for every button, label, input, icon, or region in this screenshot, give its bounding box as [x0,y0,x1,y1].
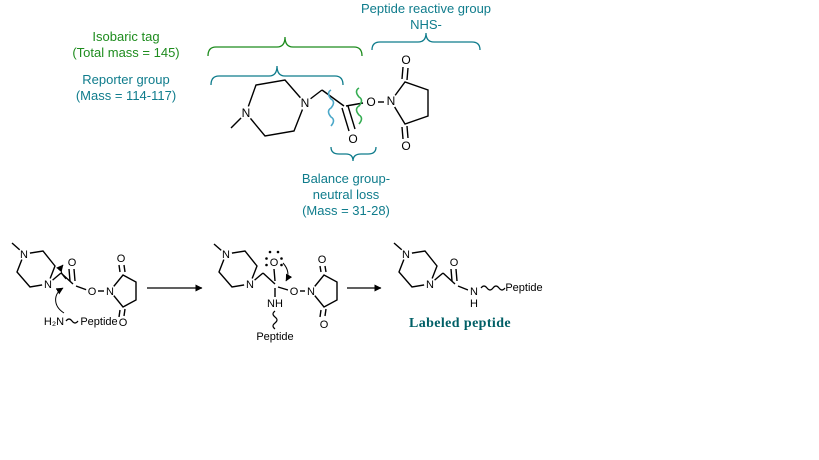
atom-label: O [401,139,410,153]
reaction-step2-intermediate: N N O O N O O NH Peptide [213,243,338,343]
atom-label: O [119,317,128,329]
bond [11,242,22,252]
label-line: Peptide reactive group [360,1,492,16]
bond [262,272,276,285]
bond [393,242,403,251]
label-line: Balance group- [301,171,391,186]
atom-label: N [20,249,28,261]
bond [73,268,76,282]
mechanism-arrow-amine-attack [55,287,65,314]
label-peptide-reactive-group: Peptide reactive group NHS- [320,1,532,33]
atom-label: O [117,253,126,265]
atom-label: N [106,286,114,298]
brace-reporter-group [210,65,344,86]
reporter-cleavage-squiggle [327,89,335,127]
bond [123,264,126,273]
atom-label: N [426,279,434,291]
atom-label: N [242,106,251,120]
atom-label: N [307,286,315,298]
atom-label: O [450,257,459,269]
atom-label: O [320,319,329,331]
peptide-wavy-bond [272,310,278,330]
atom-label: N [387,94,396,108]
bond [450,268,453,282]
bond [455,268,458,282]
atom-label: O [88,286,97,298]
atom-label: N [44,279,52,291]
peptide-wavy-bond [480,285,506,291]
bond [213,243,223,252]
bond [118,309,121,318]
atom-label: N [402,249,410,261]
atom-label: O [290,286,299,298]
atom-label: O [401,53,410,67]
bond [123,308,126,317]
brace-nhs-group [371,32,481,51]
atom-label: N [222,249,230,261]
bond [324,308,327,317]
bond [75,285,88,291]
reaction-step3-product: N N O N H Peptide [393,242,543,310]
atom-label: O [348,132,357,146]
label-labeled-peptide: Labeled peptide [408,316,512,331]
bond [406,125,409,139]
atom-label: O [318,254,327,266]
bond [347,105,356,130]
atom-label: N [246,279,254,291]
succinimide-ring [310,274,338,308]
bond [68,268,71,282]
bond [457,285,469,291]
atom-label: N [301,96,310,110]
atom-label: O [270,257,279,269]
atom-label: H [470,298,478,310]
reaction-step1-reactant: N N O O N O O H₂N Peptide [11,242,137,329]
label-line: Reporter group [82,72,170,87]
label-line: (Total mass = 145) [72,45,180,60]
bond [401,126,404,140]
peptide-label: Peptide [505,282,542,294]
bond [442,272,456,285]
atom-label: N [470,286,478,298]
bond [273,268,276,282]
label-reporter-group: Reporter group (Mass = 114-117) [40,72,212,104]
label-line: (Mass = 31-28) [302,203,390,218]
bond [321,89,345,107]
label-line: NHS- [410,17,442,32]
bracket-balance-group [330,146,377,162]
label-balance-group: Balance group- neutral loss (Mass = 31-2… [270,171,422,219]
balance-cleavage-squiggle [355,87,363,125]
amine-label: H₂N [44,316,64,328]
label-line: Isobaric tag [92,29,160,44]
bond [406,67,409,81]
bond [319,265,322,273]
itraq-reagent-structure: N N O O N O O [230,53,429,153]
piperazine-ring [245,79,306,137]
brace-isobaric-tag [207,36,363,57]
mechanism-arrow-oxyanion [282,262,293,282]
atom-label: O [68,257,77,269]
bond [277,286,289,291]
bond [341,107,350,132]
amide-nh-label: NH [267,298,283,310]
succinimide-ring [390,81,429,125]
bond [401,66,404,80]
atom-label: O [366,95,375,109]
peptide-wavy-bond [65,318,79,324]
mechanism-arrow-carbonyl [56,264,67,280]
label-isobaric-tag: Isobaric tag (Total mass = 145) [40,29,212,61]
label-line: (Mass = 114-117) [75,88,177,103]
bond [324,265,327,273]
peptide-label: Peptide [256,331,293,343]
succinimide-ring [109,274,137,308]
label-line: neutral loss [312,187,380,202]
peptide-label: Peptide [80,316,117,328]
bond [319,309,322,318]
bond [118,264,121,273]
